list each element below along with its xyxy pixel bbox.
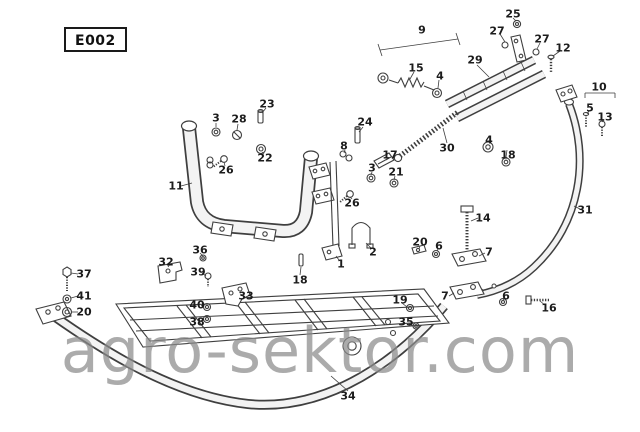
part-number-1: 1 [337, 257, 345, 271]
part-number-30: 30 [439, 141, 455, 155]
part-number-8: 8 [340, 139, 348, 153]
part-number-27: 27 [534, 32, 550, 46]
leader-lines [70, 17, 616, 392]
part-number-7: 7 [485, 245, 493, 259]
part-number-10: 10 [591, 80, 607, 94]
part-number-36: 36 [192, 243, 208, 257]
part-number-18: 18 [500, 148, 516, 162]
part-number-5: 5 [586, 101, 594, 115]
lower-frame [115, 288, 451, 356]
u-frame [180, 120, 320, 242]
left-bolt-stack [61, 266, 73, 318]
stay-bracket [555, 84, 606, 137]
part-number-37: 37 [76, 267, 92, 281]
part-number-20: 20 [76, 305, 92, 319]
part-number-6: 6 [435, 239, 443, 253]
part-number-40: 40 [189, 298, 205, 312]
part-number-12: 12 [555, 41, 571, 55]
drawbar-beam [51, 302, 448, 410]
part-number-25: 25 [505, 7, 521, 21]
part-number-3: 3 [368, 161, 376, 175]
part-number-4: 4 [485, 133, 493, 147]
diagram-code-box: E002 [64, 27, 127, 52]
part-number-19: 19 [392, 293, 408, 307]
part-number-17: 17 [382, 148, 398, 162]
part-number-24: 24 [357, 115, 373, 129]
part-number-20: 20 [412, 235, 428, 249]
part-number-38: 38 [189, 315, 205, 329]
part-number-41: 41 [76, 289, 92, 303]
part-number-16: 16 [541, 301, 557, 315]
part-number-6: 6 [502, 289, 510, 303]
part-number-34: 34 [340, 389, 356, 403]
part-number-26: 26 [344, 196, 360, 210]
part-number-35: 35 [398, 315, 414, 329]
part-number-33: 33 [238, 289, 254, 303]
diagram-code: E002 [75, 33, 116, 49]
part-number-14: 14 [475, 211, 491, 225]
part-number-15: 15 [408, 61, 424, 75]
part-number-7: 7 [441, 289, 449, 303]
part-number-32: 32 [158, 255, 174, 269]
part-number-22: 22 [257, 151, 273, 165]
part-number-23: 23 [259, 97, 275, 111]
part-number-4: 4 [436, 69, 444, 83]
threaded-rod [393, 110, 460, 163]
beam-end-plate [35, 301, 72, 325]
part-number-31: 31 [577, 203, 593, 217]
part-number-11: 11 [168, 179, 184, 193]
spring-assembly [377, 72, 443, 99]
right-hardware [405, 141, 549, 330]
part-number-27: 27 [489, 24, 505, 38]
part-number-3: 3 [212, 111, 220, 125]
part-number-18: 18 [292, 273, 308, 287]
upper-link [444, 55, 547, 123]
part-number-13: 13 [597, 110, 613, 124]
linkage [298, 160, 374, 267]
part-number-26: 26 [218, 163, 234, 177]
part-number-29: 29 [467, 53, 483, 67]
part-number-28: 28 [231, 112, 247, 126]
left-hardware [206, 108, 267, 169]
part-number-9: 9 [418, 23, 426, 37]
part-number-2: 2 [369, 245, 377, 259]
part-number-21: 21 [388, 165, 404, 179]
part-number-39: 39 [190, 265, 206, 279]
bracket-cluster [157, 254, 251, 324]
